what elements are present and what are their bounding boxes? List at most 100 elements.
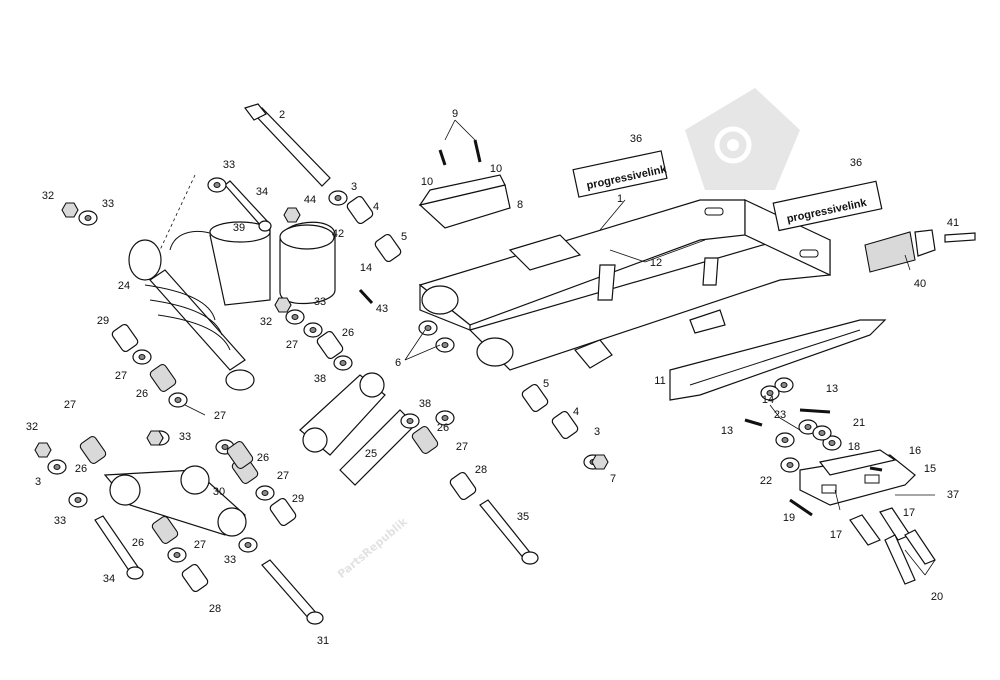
bolt-35 (479, 499, 539, 565)
screw-3 (358, 288, 374, 305)
washer-hole-10 (261, 490, 269, 496)
callout-15: 15 (924, 463, 936, 475)
callout-44: 44 (304, 194, 316, 206)
bolt-31 (261, 559, 324, 625)
callout-38: 38 (314, 373, 326, 385)
washer-hole-18 (406, 418, 414, 424)
callout-21: 21 (853, 417, 865, 429)
callout-25: 25 (365, 448, 377, 460)
callout-11: 11 (654, 375, 665, 387)
callout-26-5: 26 (75, 463, 87, 475)
bushing-8 (346, 195, 374, 225)
washer-hole-8 (174, 397, 182, 403)
callout-34: 34 (256, 186, 268, 198)
callout-27-6: 27 (456, 441, 468, 453)
bolt-2 (244, 103, 331, 187)
callout-33-4: 33 (179, 431, 191, 443)
washer-hole-4 (291, 314, 299, 320)
callout-33-2: 33 (102, 198, 114, 210)
tensioner-plate (799, 449, 916, 506)
callout-6: 6 (395, 357, 401, 369)
pins (849, 507, 936, 585)
callout-32-2: 32 (260, 316, 272, 328)
callout-12: 12 (650, 257, 662, 269)
callout-10-2: 10 (490, 163, 502, 175)
reservoir-clamp (279, 221, 336, 304)
callout-26-3: 26 (257, 452, 269, 464)
chain-guard (669, 319, 887, 401)
callout-18: 18 (848, 441, 860, 453)
decal-progressive-link-a: progressivelink (572, 150, 668, 198)
bushing-12 (79, 436, 107, 464)
bushing-15 (226, 441, 254, 469)
washer-hole-16 (441, 342, 449, 348)
swingarm (418, 199, 831, 371)
screw-5 (744, 418, 763, 427)
callout-4-2: 4 (573, 406, 579, 418)
washer-hole-2 (84, 215, 92, 221)
bushing-1 (111, 323, 139, 353)
bushing-3 (521, 383, 549, 413)
callout-5: 5 (401, 231, 407, 243)
bolt-34-bottom (94, 515, 144, 580)
callout-27-4: 27 (214, 410, 226, 422)
washer-hole-11 (53, 464, 61, 470)
callout-26: 26 (342, 327, 354, 339)
link-rod (299, 372, 416, 486)
nut-1 (61, 202, 79, 218)
callout-36-2: 36 (850, 157, 862, 169)
shock-absorber (128, 221, 271, 391)
callout-7: 7 (610, 473, 616, 485)
callout-16: 16 (909, 445, 921, 457)
callout-1: 1 (617, 193, 623, 205)
shock-leader (159, 174, 196, 251)
callout-27-7: 27 (194, 539, 206, 551)
callout-3: 3 (351, 181, 357, 193)
washer-hole-23 (781, 437, 789, 443)
callout-27: 27 (286, 339, 298, 351)
callout-3-2: 3 (594, 426, 600, 438)
washer-hole-21 (780, 382, 788, 388)
callout-43: 43 (376, 303, 388, 315)
screw-7 (869, 466, 883, 472)
washer-hole-3 (334, 195, 342, 201)
callout-14-2: 14 (762, 394, 774, 406)
bushing-14 (151, 516, 179, 544)
washer-hole-9 (221, 444, 229, 450)
callout-9: 9 (452, 108, 458, 120)
screw-6 (789, 498, 813, 517)
callout-2: 2 (279, 109, 285, 121)
nut-3 (34, 442, 52, 458)
callout-31: 31 (317, 635, 329, 647)
washer-hole-24 (828, 440, 836, 446)
bushing-4 (551, 410, 579, 440)
callout-10: 10 (421, 176, 433, 188)
decal-progressive-link-b: progressivelink (772, 180, 883, 232)
washer-hole-15 (173, 552, 181, 558)
callout-27-5: 27 (277, 470, 289, 482)
callout-19: 19 (783, 512, 795, 524)
callout-26-4: 26 (437, 422, 449, 434)
callout-38-2: 38 (419, 398, 431, 410)
washer-hole-19 (441, 415, 449, 421)
callout-33-3: 33 (314, 296, 326, 308)
callout-29-2: 29 (292, 493, 304, 505)
washer-hole-27 (818, 430, 826, 436)
washer-hole-22 (766, 390, 774, 396)
callout-27-3: 27 (64, 399, 76, 411)
bushing-7 (181, 563, 209, 593)
screw-4 (799, 408, 831, 414)
washer-hole-25 (786, 462, 794, 468)
nut-2 (274, 297, 292, 313)
callout-3-3: 3 (35, 476, 41, 488)
leader-lines (184, 119, 936, 576)
callout-34-2: 34 (103, 573, 115, 585)
washer-hole-26 (804, 424, 812, 430)
screw-2 (473, 139, 482, 163)
callout-33-5: 33 (54, 515, 66, 527)
callout-28-2: 28 (209, 603, 221, 615)
bushing-6 (269, 497, 297, 527)
callout-13-2: 13 (721, 425, 733, 437)
